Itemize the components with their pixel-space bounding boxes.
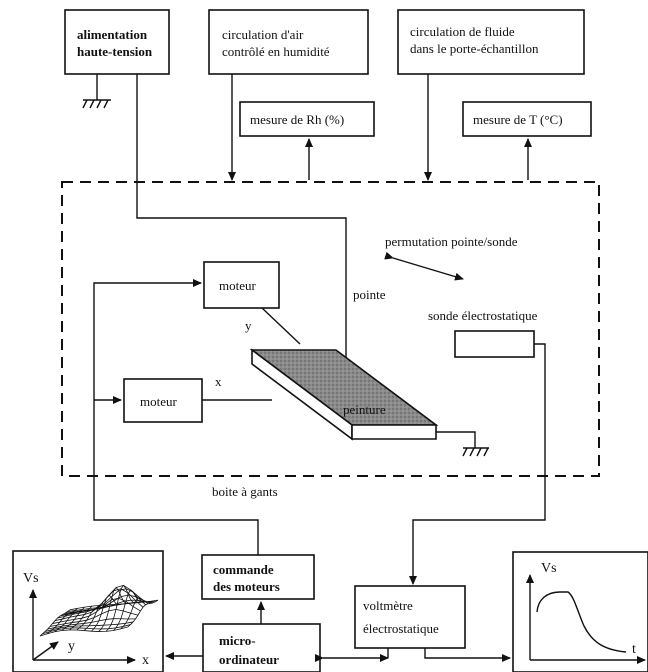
surface-plot-x-label: x <box>142 653 149 668</box>
fluid-circulation-box: circulation de fluide dans le porte-écha… <box>397 9 585 75</box>
motor-control-line2: des moteurs <box>213 579 280 594</box>
ground-symbol-hv <box>82 74 111 109</box>
decay-plot-y-label: Vs <box>541 561 557 576</box>
surface-plot-y-axis <box>32 641 59 661</box>
t-measure-label: mesure de T (°C) <box>473 112 563 127</box>
motor-x-box: moteur <box>123 378 203 423</box>
motor-control-line1: commande <box>213 562 274 577</box>
decay-curve <box>536 591 627 653</box>
motor-control-box: commande des moteurs <box>201 554 315 600</box>
paint-label: peinture <box>343 402 386 417</box>
air-circulation-box: circulation d'air contrôlé en humidité <box>208 9 369 75</box>
electrostatic-probe <box>454 330 535 358</box>
computer-line2: ordinateur <box>219 652 279 667</box>
motor-x-label: moteur <box>140 394 177 409</box>
probe-to-voltmeter-wire <box>409 343 546 585</box>
motor-y-box: moteur <box>203 261 280 309</box>
paint-sample: peinture <box>249 348 439 441</box>
decay-plot-box: Vs t <box>512 551 648 672</box>
rh-measure-box: mesure de Rh (%) <box>239 101 375 137</box>
tip-probe-swap-arrow <box>384 251 464 281</box>
computer-box: micro- ordinateur <box>202 623 321 672</box>
motor-y-label: moteur <box>219 278 256 293</box>
motor-y-link <box>261 307 301 345</box>
voltmeter-box: voltmètre électrostatique <box>354 585 466 649</box>
decay-plot-x-label: t <box>632 642 636 657</box>
rh-measure-label: mesure de Rh (%) <box>250 112 344 127</box>
hv-supply-line1: alimentation <box>77 27 148 42</box>
air-circulation-line1: circulation d'air <box>222 27 304 42</box>
motor-x-axis-label: x <box>215 374 222 389</box>
hv-supply-line2: haute-tension <box>77 44 153 59</box>
ground-symbol-sample <box>436 431 489 457</box>
voltmeter-line1: voltmètre <box>363 598 413 613</box>
voltmeter-to-decay-plot-arrow <box>424 648 511 662</box>
computer-line1: micro- <box>219 633 256 648</box>
t-measure-box: mesure de T (°C) <box>462 101 592 137</box>
surface-plot-z-label: Vs <box>23 571 39 586</box>
voltmeter-line2: électrostatique <box>363 621 439 636</box>
air-circulation-line2: contrôlé en humidité <box>222 44 330 59</box>
probe-label: sonde électrostatique <box>428 308 538 323</box>
glove-box-label: boite à gants <box>212 484 278 499</box>
hv-wire-to-tip <box>136 74 347 385</box>
surface-plot-box: Vs x y <box>12 550 164 672</box>
fluid-circulation-line1: circulation de fluide <box>410 24 515 39</box>
surface-plot-y-label: y <box>68 639 75 654</box>
surface-plot-mesh <box>39 584 159 637</box>
hv-supply-box: alimentation haute-tension <box>64 9 170 75</box>
fluid-circulation-line2: dans le porte-échantillon <box>410 41 539 56</box>
glove-box-outline <box>61 181 600 477</box>
motor-y-command-wire <box>93 279 259 555</box>
motor-y-axis-label: y <box>245 318 252 333</box>
tip-label: pointe <box>353 287 386 302</box>
tip-probe-swap-label: permutation pointe/sonde <box>385 234 518 249</box>
